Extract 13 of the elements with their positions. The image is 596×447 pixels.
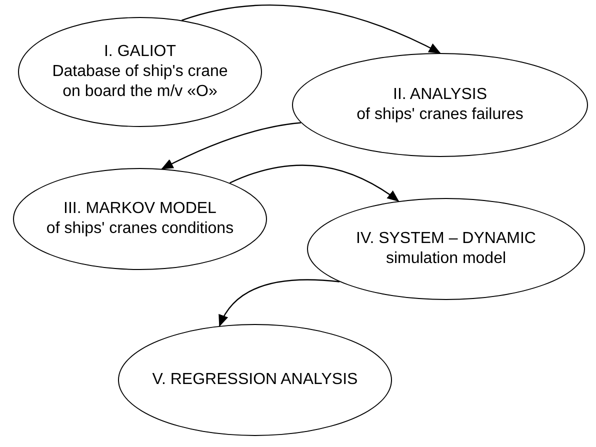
stage-description: of ships' cranes failures [356, 105, 524, 125]
stage-title: V. REGRESSION ANALYSIS [152, 370, 358, 390]
curved-arrow [219, 279, 340, 327]
curved-arrow [230, 164, 400, 202]
stage-title: I. GALIOT [104, 42, 176, 62]
stage-title: II. ANALYSIS [393, 85, 487, 105]
curved-arrow [182, 4, 441, 54]
stage-description: simulation model [386, 249, 506, 269]
stage-title: IV. SYSTEM – DYNAMIC [356, 229, 536, 249]
stage-description: Database of ship's crane on board the m/v «O» [51, 62, 229, 102]
curved-arrow [161, 122, 301, 170]
stage-title: III. MARKOV MODEL [64, 199, 216, 219]
stage-description: of ships' cranes conditions [46, 219, 234, 239]
